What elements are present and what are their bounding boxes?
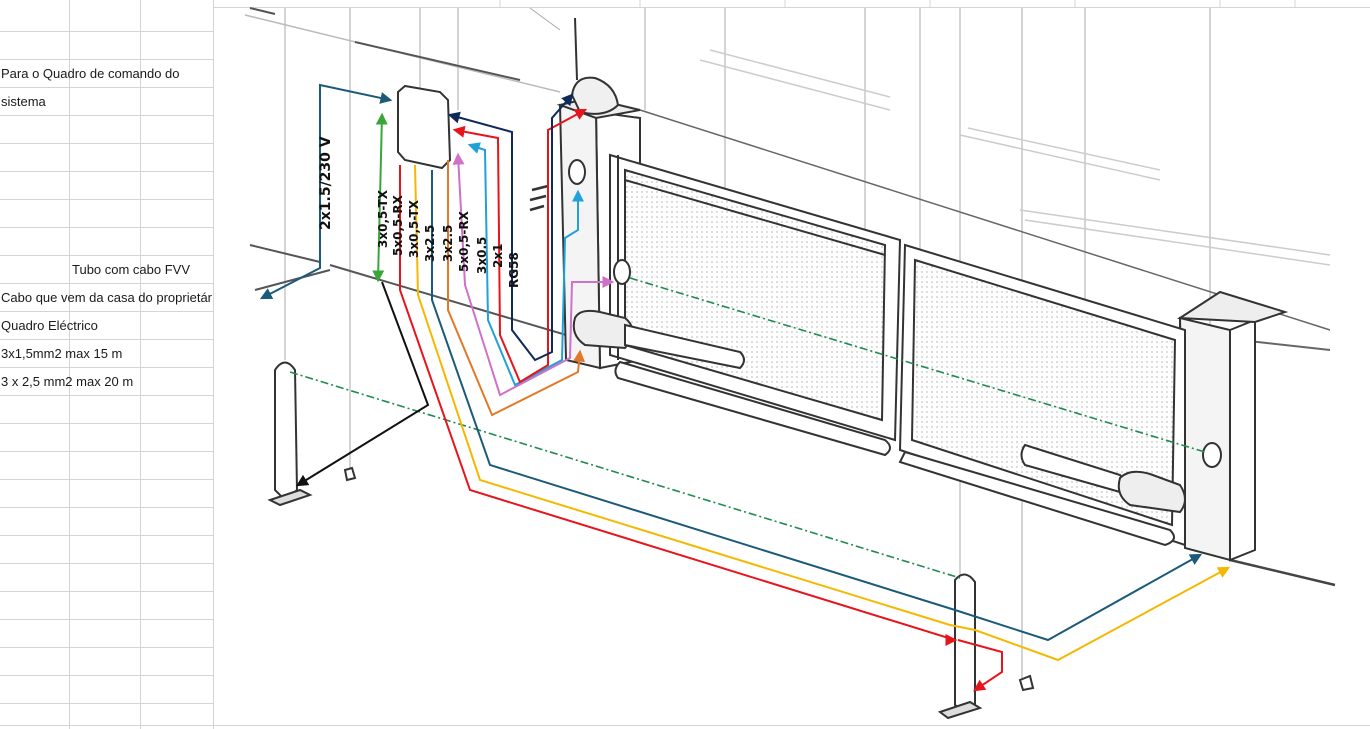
control-box	[397, 84, 452, 170]
power-supply-line	[259, 83, 393, 300]
right-gate-leaf	[898, 243, 1186, 547]
right-photocell-post	[937, 573, 1035, 720]
note-conduit: Tubo com cabo FVV	[72, 262, 191, 277]
cable-label: 2x1	[491, 244, 505, 268]
cable-label: 3x0,5-TX	[376, 189, 390, 248]
cable-label: 5x0,5-RX	[457, 210, 471, 272]
cable-label: 5x0,5-RX	[391, 194, 405, 256]
note-control-board: Para o Quadro de comando do	[1, 66, 180, 81]
cable-label: 3x2.5	[441, 225, 455, 262]
note-control-board-cont: sistema	[1, 94, 46, 109]
left-actuator	[572, 309, 891, 457]
cable-labels: 3x0,5-TX 5x0,5-RX 3x0,5-TX 3x2.5 3x2.5 5…	[376, 189, 521, 288]
cable-label: 3x0.5	[475, 237, 489, 274]
right-actuator	[898, 443, 1186, 547]
left-photocell-post	[267, 361, 357, 507]
cable-runs	[295, 93, 1231, 692]
cable-label: RG58	[507, 252, 521, 288]
cable-label: 3x2.5	[423, 225, 437, 262]
left-gate-leaf	[609, 153, 902, 442]
photocell-beam	[289, 277, 1206, 579]
note-house-cable: Cabo que vem da casa do proprietár	[1, 290, 213, 305]
power-cable-label: 2x1.5/230 V	[318, 136, 334, 230]
cable-label: 3x0,5-TX	[407, 199, 421, 258]
note-electrical-panel: Quadro Eléctrico	[1, 318, 98, 333]
note-spec-20m: 3 x 2,5 mm2 max 20 m	[1, 374, 134, 389]
right-pillar	[1176, 290, 1289, 562]
flashing-lamp	[570, 17, 620, 115]
gate-wiring-diagram: 2x1.5/230 V 3x0,5-TX 5x0,5-RX 3x0,5-TX 3…	[244, 7, 1336, 720]
note-spec-15m: 3x1,5mm2 max 15 m	[1, 346, 123, 361]
